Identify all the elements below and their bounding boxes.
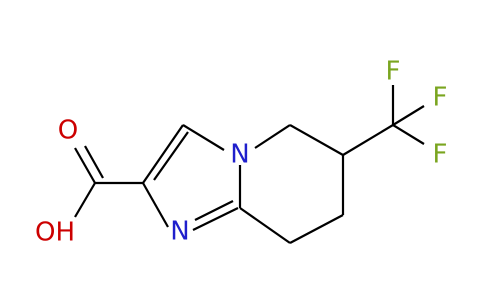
hydroxyl-label: OH — [35, 218, 75, 248]
nitrogen-bridgehead-label: N — [230, 140, 249, 170]
bond-c3-n4 — [182, 124, 225, 151]
bond-n4-c5 — [254, 124, 291, 149]
atom-labels: O OH N N F F F — [35, 57, 447, 248]
bond-c2-c3 — [142, 124, 184, 184]
bond-cooh-o-double-a — [74, 147, 96, 184]
bond-c7-c8 — [289, 214, 344, 244]
bond-n1-c8a-double — [194, 200, 234, 221]
bond-cooh-o-double-b — [84, 145, 104, 179]
bond-n1-c8a — [192, 207, 239, 231]
bond-cf3-f-right — [392, 105, 425, 126]
bond-cf3-f-bottom — [392, 124, 425, 145]
bonds — [74, 85, 425, 244]
oxygen-carbonyl-label: O — [58, 116, 78, 146]
fluorine-top-label: F — [386, 57, 401, 87]
bond-cooh-oh — [74, 182, 96, 218]
bond-c5-c6 — [289, 124, 344, 156]
fluorine-right-label: F — [433, 83, 448, 113]
nitrogen-imine-label: N — [170, 217, 189, 247]
bond-c2-c3-double — [153, 131, 189, 181]
bond-c8-c8a — [239, 207, 291, 244]
bond-c2-n1 — [142, 182, 169, 228]
bond-c6-cf3 — [342, 124, 394, 156]
fluorine-bottom-label: F — [433, 140, 448, 170]
